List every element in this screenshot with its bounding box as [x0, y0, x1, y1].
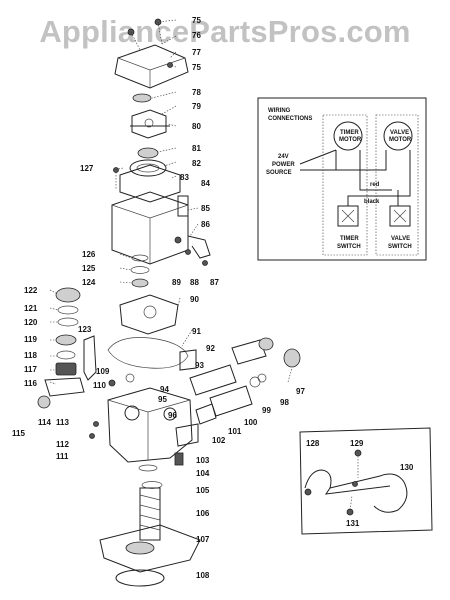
callout-120: 120 [24, 318, 38, 327]
callout-113: 113 [56, 418, 69, 427]
callout-103: 103 [196, 456, 210, 465]
callout-127: 127 [80, 164, 94, 173]
timer-switch-label1: TIMER [340, 236, 359, 242]
cam-and-gasket [107, 294, 189, 369]
wiring-connections-panel: WIRING CONNECTIONS TIMER MOTOR VALVE MOT… [257, 97, 427, 261]
timer-motor-label2: MOTOR [339, 137, 362, 143]
callout-76: 76 [192, 31, 201, 40]
callout-119: 119 [24, 335, 37, 344]
valve-body [89, 379, 199, 489]
callout-121: 121 [24, 304, 38, 313]
callout-81: 81 [192, 144, 201, 153]
callout-75a: 75 [192, 16, 201, 25]
callout-93: 93 [195, 361, 204, 370]
callout-87: 87 [210, 278, 219, 287]
callout-92: 92 [206, 344, 215, 353]
callout-77: 77 [192, 48, 201, 57]
callout-110: 110 [93, 381, 106, 390]
cover-assembly [114, 18, 189, 103]
callout-126: 126 [82, 250, 96, 259]
callout-88: 88 [190, 278, 199, 287]
gear-assembly [113, 147, 181, 203]
callout-104: 104 [196, 469, 210, 478]
callout-108: 108 [196, 571, 210, 580]
piston-assembly [125, 337, 301, 425]
callout-99: 99 [262, 406, 271, 415]
callout-114: 114 [38, 418, 51, 427]
callout-117: 117 [24, 365, 37, 374]
callout-86: 86 [201, 220, 210, 229]
wiring-title-line2: CONNECTIONS [268, 116, 312, 122]
timer-switch-label2: SWITCH [337, 244, 361, 250]
callout-78: 78 [192, 88, 201, 97]
callout-115: 115 [12, 429, 25, 438]
wiring-title-line1: WIRING [268, 108, 291, 114]
callout-112: 112 [56, 440, 69, 449]
callout-130: 130 [400, 463, 414, 472]
callout-90: 90 [190, 295, 199, 304]
callout-128: 128 [306, 439, 320, 448]
callout-97: 97 [296, 387, 305, 396]
callout-125: 125 [82, 264, 96, 273]
callout-85: 85 [201, 204, 210, 213]
callout-123: 123 [78, 325, 92, 334]
power-label1: 24V [278, 154, 289, 160]
wire-red-label: red [370, 182, 380, 188]
wire-black-label: black [364, 199, 380, 205]
callout-91: 91 [192, 327, 201, 336]
timer-motor [130, 109, 170, 139]
main-housing [111, 191, 211, 288]
callout-75b: 75 [192, 63, 201, 72]
power-label3: SOURCE [266, 170, 292, 176]
leader-lines [49, 19, 293, 385]
valve-motor-label2: MOTOR [389, 137, 412, 143]
callout-131: 131 [346, 519, 360, 528]
power-label2: POWER [272, 162, 295, 168]
callout-79: 79 [192, 102, 201, 111]
bracket-inset-panel [299, 427, 433, 535]
timer-motor-label1: TIMER [340, 130, 359, 136]
callout-106: 106 [196, 509, 210, 518]
callout-111: 111 [56, 452, 69, 461]
connector-bracket [83, 335, 97, 381]
callout-101: 101 [228, 427, 242, 436]
callout-94: 94 [160, 385, 169, 394]
callout-109: 109 [96, 367, 110, 376]
callout-82: 82 [192, 159, 201, 168]
callout-98: 98 [280, 398, 289, 407]
callout-102: 102 [212, 436, 226, 445]
callout-107: 107 [196, 535, 210, 544]
callout-100: 100 [244, 418, 258, 427]
callout-124: 124 [82, 278, 96, 287]
left-cap-stack [37, 287, 85, 409]
base-assembly [99, 487, 201, 587]
callout-105: 105 [196, 486, 210, 495]
callout-118: 118 [24, 351, 37, 360]
callout-95: 95 [158, 395, 167, 404]
valve-motor-label1: VALVE [390, 130, 409, 136]
callout-84: 84 [201, 179, 210, 188]
valve-switch-label2: SWITCH [388, 244, 412, 250]
callout-80: 80 [192, 122, 201, 131]
callout-122: 122 [24, 286, 38, 295]
callout-116: 116 [24, 379, 37, 388]
callout-83: 83 [180, 173, 189, 182]
callout-89: 89 [172, 278, 181, 287]
callout-96: 96 [168, 411, 177, 420]
callout-labels: 75 76 77 75 78 79 80 81 127 82 83 84 85 … [12, 16, 414, 580]
callout-129: 129 [350, 439, 364, 448]
valve-switch-label1: VALVE [391, 236, 410, 242]
